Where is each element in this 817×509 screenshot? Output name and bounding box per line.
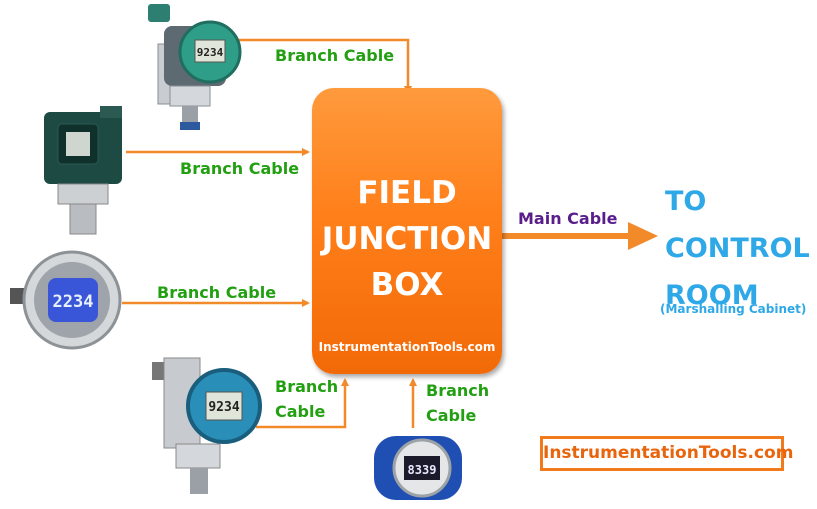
branch-cable-label-1: Branch Cable (275, 46, 395, 65)
branch-cable-label-2: Branch Cable (180, 159, 300, 178)
branch-cable-1-line (236, 38, 412, 94)
branch-cable-label-line: Cable (275, 402, 326, 421)
branch-cable-label-line: Branch (275, 377, 339, 396)
branch-cable-4-line (256, 378, 349, 429)
transmitter-5-display: 8339 (408, 463, 437, 477)
branch-cable-label-4: Branch Cable (275, 374, 338, 424)
junction-box-title-line: FIELD (357, 175, 457, 211)
junction-box-watermark: InstrumentationTools.com (318, 340, 496, 354)
pressure-transmitter-2 (44, 106, 122, 235)
destination-line: ROOM (665, 280, 759, 311)
temperature-transmitter-3: 2234 (10, 250, 122, 350)
transmitter-1-display: 9234 (197, 46, 224, 59)
main-cable-label: Main Cable (518, 209, 618, 228)
branch-cable-label-line: Cable (426, 406, 477, 425)
junction-box-title-line: BOX (370, 267, 444, 303)
junction-box-title: FIELD JUNCTION BOX (312, 170, 502, 308)
field-junction-box: FIELD JUNCTION BOX InstrumentationTools.… (312, 88, 502, 374)
branch-cable-label-5: Branch Cable (426, 378, 489, 428)
destination-line: TO (665, 186, 707, 217)
main-cable-arrow (502, 222, 658, 250)
transmitter-4-display: 9234 (208, 400, 239, 415)
site-badge: InstrumentationTools.com (540, 436, 793, 471)
destination-subtitle: (Marshalling Cabinet) (660, 302, 807, 316)
temperature-transmitter-5: 8339 (374, 436, 462, 500)
junction-box-title-line: JUNCTION (321, 221, 493, 257)
branch-cable-label-line: Branch (426, 381, 490, 400)
transmitter-3-display: 2234 (53, 292, 94, 312)
pressure-transmitter-4: 9234 (152, 357, 262, 494)
branch-cable-label-3: Branch Cable (157, 283, 277, 302)
destination-control-room: TO CONTROL ROOM (665, 178, 810, 319)
destination-line: CONTROL (665, 233, 810, 264)
pressure-transmitter-1: 9234 (148, 4, 242, 130)
